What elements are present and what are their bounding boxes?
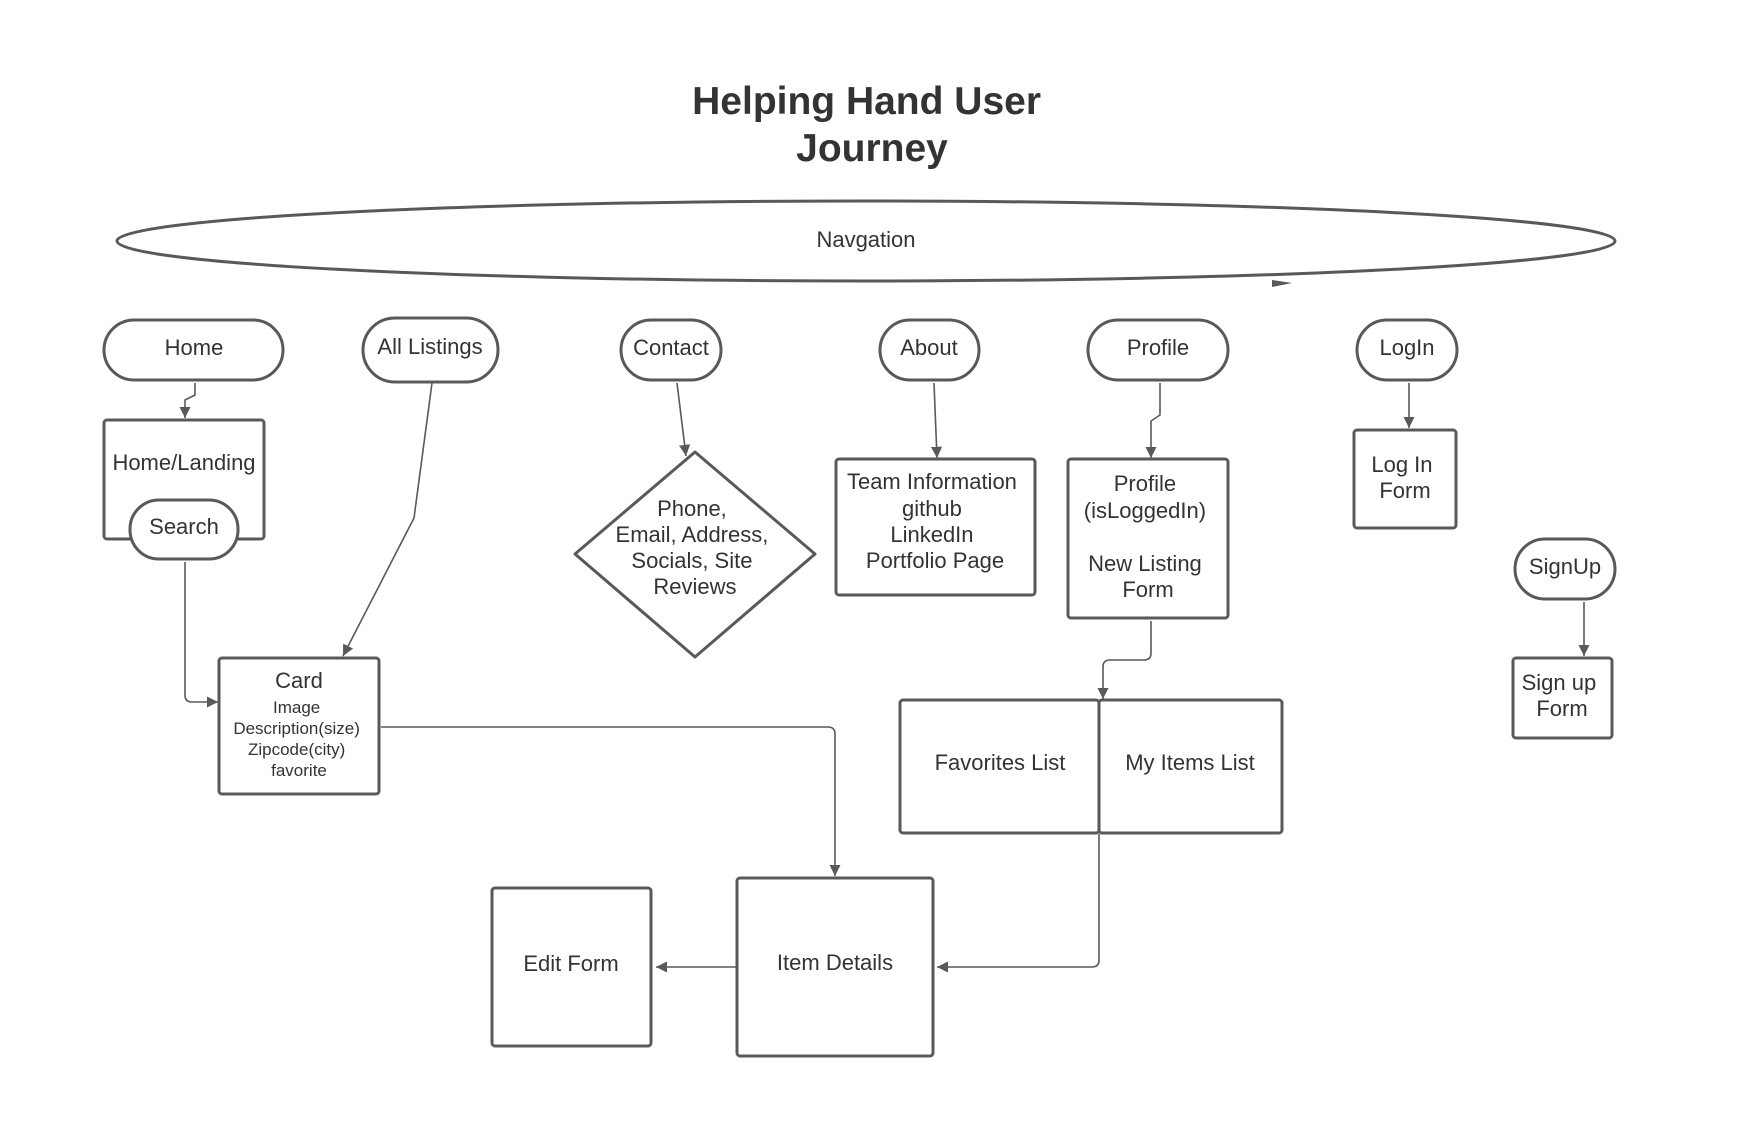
profile-logged-in-line: New Listing xyxy=(1088,551,1202,576)
login-label: LogIn xyxy=(1379,335,1434,360)
team-info-text: Team Information github LinkedIn Portfol… xyxy=(847,469,1023,573)
profile-logged-in-box xyxy=(1066,457,1230,620)
signup-form-text: Sign up Form xyxy=(1522,670,1603,721)
node-all-listings: All Listings xyxy=(361,316,500,384)
profile-logged-in-text: Profile (isLoggedIn) New Listing Form xyxy=(1084,471,1212,602)
my-items-list-box xyxy=(1097,698,1284,835)
home-label: Home xyxy=(165,335,224,360)
signup-label: SignUp xyxy=(1529,554,1601,579)
profile-label: Profile xyxy=(1127,335,1189,360)
edge-search-to-card xyxy=(184,562,218,708)
team-info-line: github xyxy=(902,496,962,521)
login-form-text: Log In Form xyxy=(1371,452,1438,503)
team-info-line: Team Information xyxy=(847,469,1017,494)
contact-info-line: Email, Address, xyxy=(616,522,769,547)
card-box xyxy=(217,656,381,796)
signup-form-line: Sign up xyxy=(1522,670,1597,695)
search-pill xyxy=(128,498,240,561)
edge-contact-to-info xyxy=(676,382,691,457)
navigation-ellipse xyxy=(115,199,1617,283)
contact-info-line: Reviews xyxy=(653,574,736,599)
diagram-title-line-2: Journey xyxy=(796,127,948,170)
profile-logged-in-line: Profile xyxy=(1114,471,1176,496)
node-edit-form: Edit Form xyxy=(490,886,653,1048)
node-card: Card Image Description(size) Zipcode(cit… xyxy=(217,656,381,796)
diagram-title-line-1: Helping Hand User xyxy=(692,80,1041,123)
team-info-line: LinkedIn xyxy=(890,522,973,547)
profile-pill xyxy=(1086,318,1230,382)
node-home: Home xyxy=(102,318,285,382)
card-title: Card xyxy=(275,668,323,693)
favorites-list-label: Favorites List xyxy=(935,750,1066,775)
contact-pill xyxy=(619,318,723,382)
login-form-line: Log In xyxy=(1371,452,1432,477)
contact-info-text: Phone, Email, Address, Socials, Site Rev… xyxy=(616,496,775,599)
all-listings-label: All Listings xyxy=(377,334,482,359)
node-about: About xyxy=(878,318,981,382)
navigation-arrow-icon xyxy=(1272,280,1292,287)
node-home-landing: Home/Landing Search xyxy=(102,418,266,561)
contact-label: Contact xyxy=(633,335,709,360)
card-field: Description(size) xyxy=(233,719,360,738)
home-pill xyxy=(102,318,285,382)
login-pill xyxy=(1355,318,1459,382)
signup-pill xyxy=(1513,537,1617,601)
signup-form-line: Form xyxy=(1536,696,1587,721)
card-field: Image xyxy=(273,698,320,717)
login-form-box xyxy=(1352,428,1458,530)
node-profile-logged-in: Profile (isLoggedIn) New Listing Form xyxy=(1066,457,1230,620)
team-info-box xyxy=(834,457,1037,597)
signup-form-box xyxy=(1511,656,1614,740)
card-field: Zipcode(city) xyxy=(248,740,345,759)
node-contact-info: Phone, Email, Address, Socials, Site Rev… xyxy=(573,450,817,659)
edge-home-to-landing xyxy=(179,383,196,418)
edge-profile-page-to-lists xyxy=(1097,621,1152,699)
edge-all-listings-to-card xyxy=(342,382,433,657)
edit-form-box xyxy=(490,886,653,1048)
node-team-info: Team Information github LinkedIn Portfol… xyxy=(834,457,1037,597)
contact-info-diamond xyxy=(573,450,817,659)
node-profile: Profile xyxy=(1086,318,1230,382)
contact-info-line: Phone, xyxy=(657,496,727,521)
edges xyxy=(179,382,1590,973)
diagram-title: Helping Hand User Journey xyxy=(692,80,1052,170)
node-signup: SignUp xyxy=(1513,537,1617,601)
all-listings-pill xyxy=(361,316,500,384)
about-label: About xyxy=(900,335,958,360)
node-item-details: Item Details xyxy=(735,876,935,1058)
node-contact: Contact xyxy=(619,318,723,382)
home-landing-label: Home/Landing xyxy=(112,450,255,475)
node-login: LogIn xyxy=(1355,318,1459,382)
profile-logged-in-line: (isLoggedIn) xyxy=(1084,498,1206,523)
card-field: favorite xyxy=(271,761,327,780)
search-label: Search xyxy=(149,514,219,539)
team-info-line: Portfolio Page xyxy=(866,548,1004,573)
login-form-line: Form xyxy=(1379,478,1430,503)
edit-form-label: Edit Form xyxy=(523,951,618,976)
about-pill xyxy=(878,318,981,382)
edge-profile-to-profile-page xyxy=(1145,383,1161,458)
node-my-items-list: My Items List xyxy=(1097,698,1284,835)
node-signup-form: Sign up Form xyxy=(1511,656,1614,740)
edge-card-to-item-details xyxy=(381,726,841,876)
edge-about-to-team xyxy=(930,382,943,459)
item-details-label: Item Details xyxy=(777,950,893,975)
card-fields: Image Description(size) Zipcode(city) fa… xyxy=(233,698,364,780)
node-login-form: Log In Form xyxy=(1352,428,1458,530)
navigation-label: Navgation xyxy=(816,227,915,252)
contact-info-line: Socials, Site xyxy=(631,548,752,573)
item-details-box xyxy=(735,876,935,1058)
edge-my-items-to-item-details xyxy=(937,834,1100,973)
my-items-list-label: My Items List xyxy=(1125,750,1255,775)
node-favorites-list: Favorites List xyxy=(898,698,1101,835)
profile-logged-in-line: Form xyxy=(1122,577,1173,602)
